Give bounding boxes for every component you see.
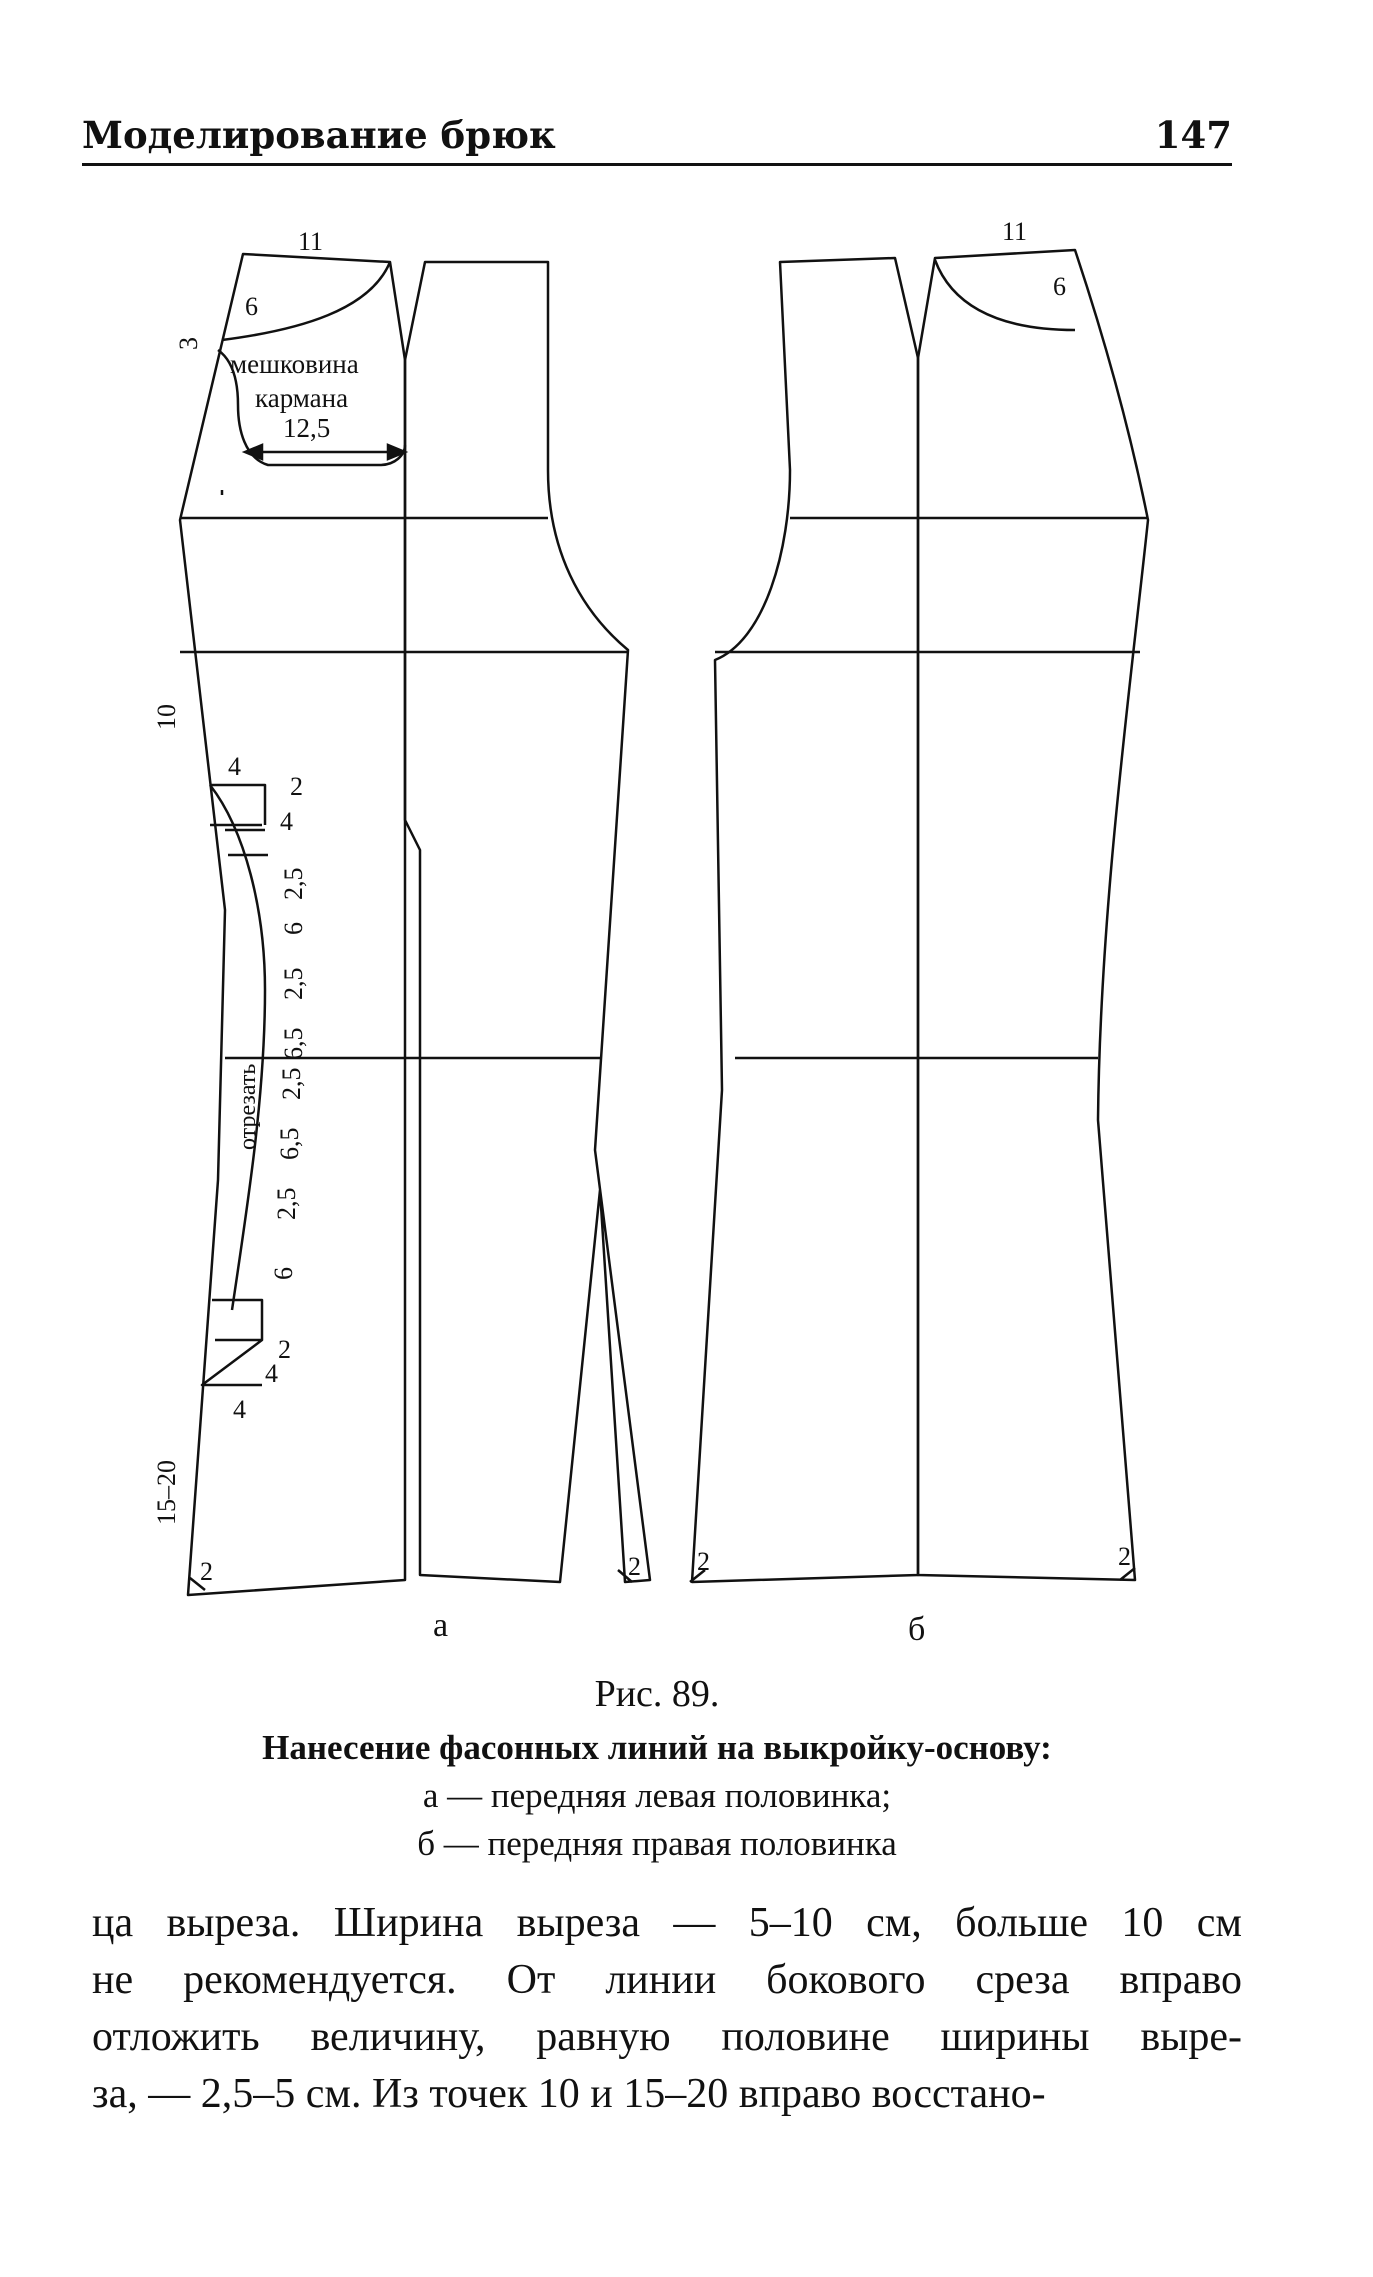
label-hem-right-2: 2 bbox=[697, 1547, 710, 1576]
label-side-10: 10 bbox=[152, 704, 181, 730]
label-hem-left-2b: 2 bbox=[628, 1552, 641, 1581]
chapter-title: Моделирование брюк bbox=[82, 113, 556, 157]
label-cut-top-2: 2 bbox=[290, 772, 303, 801]
label-m6a: 6 bbox=[279, 922, 308, 935]
label-m25a: 2,5 bbox=[279, 868, 308, 901]
left-pocket-facing bbox=[221, 261, 392, 342]
left-curved-cut bbox=[209, 784, 267, 1311]
label-pocket-line1: мешковина bbox=[230, 349, 359, 379]
caption-line-1: Нанесение фасонных линий на выкройку-осн… bbox=[262, 1728, 1052, 1767]
caption-line-2: а — передняя левая половинка; bbox=[422, 1776, 892, 1815]
figure-caption: Рис. 89. Нанесение фасонных линий на вык… bbox=[82, 1672, 1232, 1868]
label-pocket-line2: кармана bbox=[255, 383, 348, 413]
body-line-3: отложить величину, равную половине ширин… bbox=[92, 2014, 1242, 2060]
right-center-panel bbox=[690, 256, 920, 1584]
label-m25d: 2,5 bbox=[272, 1188, 301, 1221]
label-right-top: 11 bbox=[1002, 217, 1027, 246]
label-left-3: 3 bbox=[174, 337, 203, 350]
label-pocket-width: 12,5 bbox=[283, 413, 330, 443]
page-number: 147 bbox=[1154, 113, 1232, 157]
left-pocket-bag bbox=[217, 348, 407, 467]
left-cut-top bbox=[210, 783, 268, 857]
right-pocket-facing bbox=[933, 259, 1076, 332]
label-side-1520: 15–20 bbox=[152, 1460, 181, 1525]
label-hem-right-2b: 2 bbox=[1118, 1542, 1131, 1571]
caption-line-3: б — передняя правая половинка bbox=[417, 1824, 897, 1863]
label-right-pocket-num: 6 bbox=[1053, 272, 1066, 301]
label-m65b: 6,5 bbox=[275, 1128, 304, 1161]
label-panel-a: а bbox=[433, 1607, 448, 1644]
left-front-outline bbox=[178, 252, 407, 1597]
label-cut-bot-4b: 4 bbox=[233, 1395, 246, 1424]
label-left-pocket-num: 6 bbox=[245, 292, 258, 321]
label-cut-bot-4: 4 bbox=[265, 1359, 278, 1388]
left-cut-bot bbox=[200, 1298, 264, 1387]
label-left-top: 11 bbox=[298, 227, 323, 256]
label-panel-b: б bbox=[908, 1611, 925, 1648]
body-line-2: не рекомендуется. От линии бокового срез… bbox=[92, 1957, 1242, 2003]
running-header: Моделирование брюк 147 bbox=[82, 105, 1232, 166]
label-m65a: 6,5 bbox=[279, 1028, 308, 1061]
label-m6b: 6 bbox=[269, 1267, 298, 1280]
label-cut-bot-2: 2 bbox=[278, 1335, 291, 1364]
label-cut-top-4b: 4 bbox=[280, 807, 293, 836]
body-line-1: ца выреза. Ширина выреза — 5–10 см, боль… bbox=[92, 1900, 1242, 1946]
label-m25c: 2,5 bbox=[277, 1068, 306, 1101]
left-center-panel bbox=[403, 260, 652, 1584]
pattern-figure: 11 6 3 мешковина кармана 12,5 10 4 2 4 2… bbox=[152, 217, 1150, 1648]
figure-number: Рис. 89. bbox=[594, 1673, 720, 1715]
body-paragraph: ца выреза. Ширина выреза — 5–10 см, боль… bbox=[92, 1895, 1242, 2123]
right-front-outline bbox=[916, 248, 1150, 1582]
body-line-4: за, — 2,5–5 см. Из точек 10 и 15–20 впра… bbox=[92, 2071, 1046, 2117]
label-m25b: 2,5 bbox=[279, 968, 308, 1001]
label-cut-top-4: 4 bbox=[228, 752, 241, 781]
label-otrezat: отрезать bbox=[235, 1064, 261, 1150]
label-hem-left-2: 2 bbox=[200, 1557, 213, 1586]
